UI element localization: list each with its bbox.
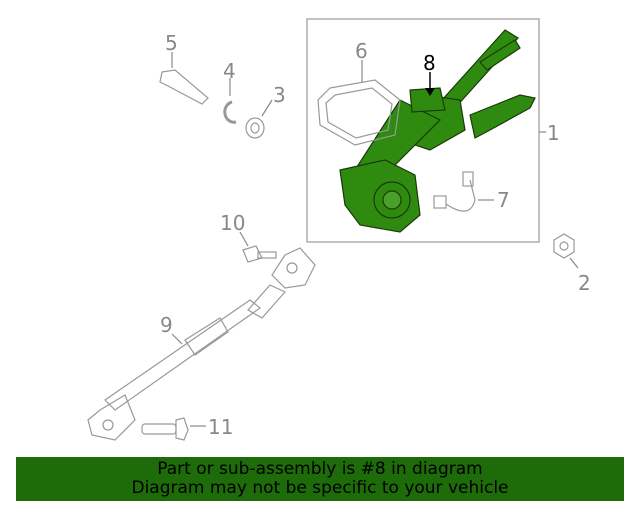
assembly-box — [306, 18, 540, 243]
info-banner: Part or sub-assembly is #8 in diagram Di… — [16, 457, 624, 501]
callout-1: 1 — [547, 121, 560, 145]
callout-7: 7 — [497, 188, 510, 212]
callout-6: 6 — [355, 39, 368, 63]
part-4-clip[interactable] — [223, 100, 237, 124]
part-3-washer[interactable] — [245, 117, 265, 139]
callout-3: 3 — [273, 83, 286, 107]
leader-10 — [239, 231, 249, 247]
part-9-shaft[interactable] — [87, 247, 316, 441]
leader-3 — [261, 99, 273, 117]
parts-diagram: 1 2 3 4 5 6 7 8 9 10 11 — [87, 18, 591, 441]
part-5-pin[interactable] — [159, 69, 209, 105]
callout-2: 2 — [578, 271, 591, 295]
part-2-nut[interactable] — [553, 233, 575, 259]
arrow-8 — [425, 88, 435, 96]
part-11-bolt[interactable] — [141, 417, 189, 441]
callout-4: 4 — [223, 59, 236, 83]
callout-8: 8 — [423, 51, 436, 75]
callout-10: 10 — [220, 211, 245, 235]
leader-9 — [171, 333, 183, 345]
part-10-bolt[interactable] — [242, 245, 277, 263]
part-7-harness[interactable] — [433, 171, 476, 212]
part-8-steering-column[interactable] — [339, 29, 536, 233]
banner-line-1: Part or sub-assembly is #8 in diagram — [157, 459, 483, 479]
leader-2 — [569, 257, 579, 269]
callout-11: 11 — [208, 415, 233, 439]
banner-line-2: Diagram may not be specific to your vehi… — [131, 478, 509, 498]
callout-9: 9 — [160, 313, 173, 337]
part-6-cover[interactable] — [317, 79, 401, 146]
callout-5: 5 — [165, 31, 178, 55]
